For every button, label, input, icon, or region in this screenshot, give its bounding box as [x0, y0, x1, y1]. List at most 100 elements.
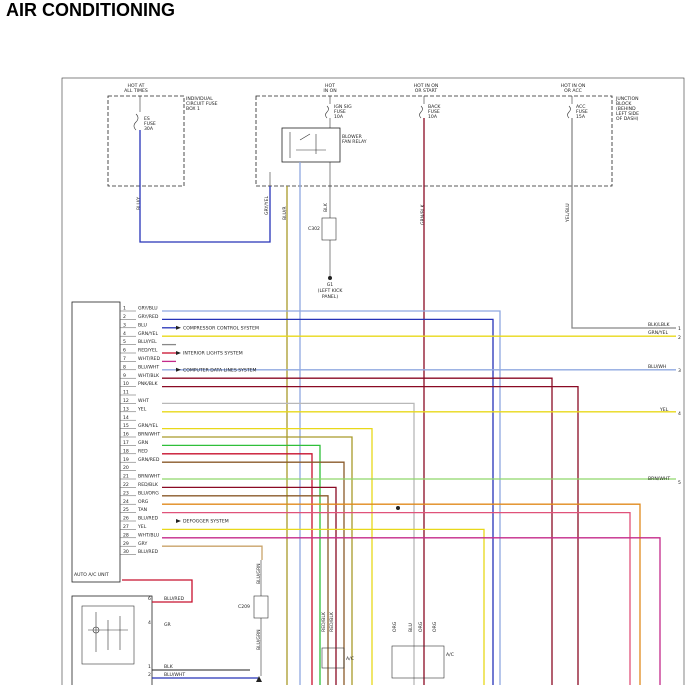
right-label-1: BLK/LBLK: [648, 322, 671, 328]
destination-label: COMPUTER DATA LINES SYSTEM: [183, 367, 257, 373]
pin-wire-color: RED: [138, 448, 148, 454]
pin-wire-color: YEL: [137, 524, 147, 530]
pin-number: 2: [123, 314, 126, 320]
pin-number: 21: [123, 474, 129, 480]
pin-wire-color: YEL: [137, 406, 147, 412]
relay-label-2: FAN RELAY: [342, 139, 367, 145]
power-header-4-line1: HOT IN ON: [561, 83, 586, 89]
power-header-3-line1: HOT IN ON: [414, 83, 439, 89]
right-label-2: GRN/YEL: [648, 330, 668, 336]
bwire-4: BLU: [408, 623, 414, 632]
pin-wire-color: ORG: [138, 499, 149, 505]
auto-ac-unit-label: AUTO A/C UNIT: [74, 572, 109, 578]
motor-pin-3: 1: [148, 664, 151, 670]
wire-pin-10: [162, 385, 579, 685]
vlabel-1: BLU/Y: [136, 197, 142, 210]
pin-number: 26: [123, 516, 129, 522]
pin-number: 20: [123, 465, 129, 471]
fuse-symbol-ign: [325, 105, 329, 119]
pin-wire-color: GRN/RED: [138, 457, 160, 463]
pin-number: 13: [123, 406, 129, 412]
wire-pin-24: [162, 503, 641, 685]
fuse-acc-2: FUSE: [576, 109, 588, 115]
ac-relay-right: [391, 645, 445, 679]
ground-symbol: [328, 276, 332, 280]
junction-label-5: OF DASH): [616, 116, 639, 122]
c209-wire-bottom: BLU/GRN: [256, 629, 262, 650]
page-title: AIR CONDITIONING: [6, 0, 175, 20]
pin-wire-color: TAN: [137, 507, 147, 513]
vlabel-6: BLK: [323, 202, 329, 212]
wire-pin-16: [162, 436, 353, 685]
pin-number: 18: [123, 448, 129, 454]
wire-pin-23: [162, 495, 329, 685]
motor-label-3: BLK: [164, 664, 174, 670]
wire-pin-27: [162, 528, 485, 685]
power-header-3-line2: OR START: [415, 88, 438, 94]
fuse-box-label-2: CIRCUIT FUSE: [186, 101, 218, 107]
fuse-es-1: ES: [144, 116, 150, 122]
pin-wire-color: GRN: [138, 440, 148, 446]
fuse-ign-3: 10A: [334, 114, 344, 120]
power-header-2-line1: HOT: [325, 83, 335, 89]
relay-label-1: BLOWER: [342, 134, 363, 140]
pin-number: 30: [123, 549, 129, 555]
pin-wire-color: RED/YEL: [138, 348, 158, 354]
pin-wire-color: GRN/YEL: [138, 423, 158, 429]
connector-c302: C302: [308, 226, 320, 232]
fuse-back-3: 10A: [428, 114, 438, 120]
fuse-ign-2: FUSE: [334, 109, 346, 115]
power-header-4-line2: OR ACC: [564, 88, 582, 94]
arrow-icon: [176, 325, 181, 330]
pin-number: 14: [123, 415, 129, 421]
pin-number: 29: [123, 541, 129, 547]
power-header-1-line1: HOT AT: [128, 83, 145, 89]
junction-label-1: JUNCTION: [615, 96, 639, 102]
pin-number: 28: [123, 532, 129, 538]
fuse-symbol-es: [133, 113, 139, 131]
wire-pin-1: [162, 310, 501, 685]
destination-label: DEFOGGER SYSTEM: [183, 519, 229, 525]
pin-wire-color: BLU/ORG: [138, 490, 159, 496]
fuse-symbol-acc: [567, 105, 571, 119]
ac-label-left: A/C: [346, 656, 354, 662]
destination-label: INTERIOR LIGHTS SYSTEM: [183, 351, 243, 357]
motor-pin-4: 2: [148, 672, 151, 678]
pin-number: 10: [123, 381, 129, 387]
pin-number: 7: [123, 356, 126, 362]
splice-dot: [396, 506, 400, 510]
diagram-frame: [61, 77, 685, 685]
blower-motor-box: [71, 595, 153, 685]
arrow-icon: [176, 351, 181, 355]
vlabel-5: YEL/BLU: [565, 203, 571, 223]
pin-number: 4: [123, 331, 126, 337]
pin-wire-color: WHT: [138, 398, 149, 404]
motor-pin-2: 4: [148, 620, 151, 626]
c302-connector: [321, 217, 337, 241]
wire-blu-es: [139, 130, 271, 243]
destination-label: COMPRESSOR CONTROL SYSTEM: [183, 325, 259, 331]
c209-component: [253, 595, 269, 619]
pin-number: 11: [123, 390, 129, 396]
motor-label-2: GR: [164, 622, 172, 628]
pin-wire-color: WHT/RED: [138, 356, 160, 362]
ac-relay-left: [321, 647, 345, 669]
right-pin-1: 1: [678, 326, 681, 332]
ground-label-2: (LEFT KICK: [318, 288, 344, 294]
fuse-es-2: FUSE: [144, 121, 156, 127]
individual-fuse-box: [107, 95, 185, 187]
fuse-es-3: 30A: [144, 126, 154, 132]
bwire-3: ORG: [392, 621, 398, 632]
ground-label-3: PANEL): [322, 294, 339, 300]
junction-label-2: BLOCK: [616, 101, 632, 107]
vlabel-4: GRN/BLK: [420, 204, 426, 225]
pin-number: 15: [123, 423, 129, 429]
pin-wire-color: BLU/YEL: [138, 339, 157, 345]
right-label-5: BRN/WHT: [648, 476, 670, 482]
power-header-1-line2: ALL TIMES: [124, 88, 148, 94]
junction-label-3: (BEHIND: [616, 106, 636, 112]
pin-wire-color: BLU/RED: [138, 516, 158, 522]
ac-label-right: A/C: [446, 652, 454, 658]
right-label-4: YEL: [659, 407, 669, 413]
fuse-symbol-back: [419, 105, 423, 119]
